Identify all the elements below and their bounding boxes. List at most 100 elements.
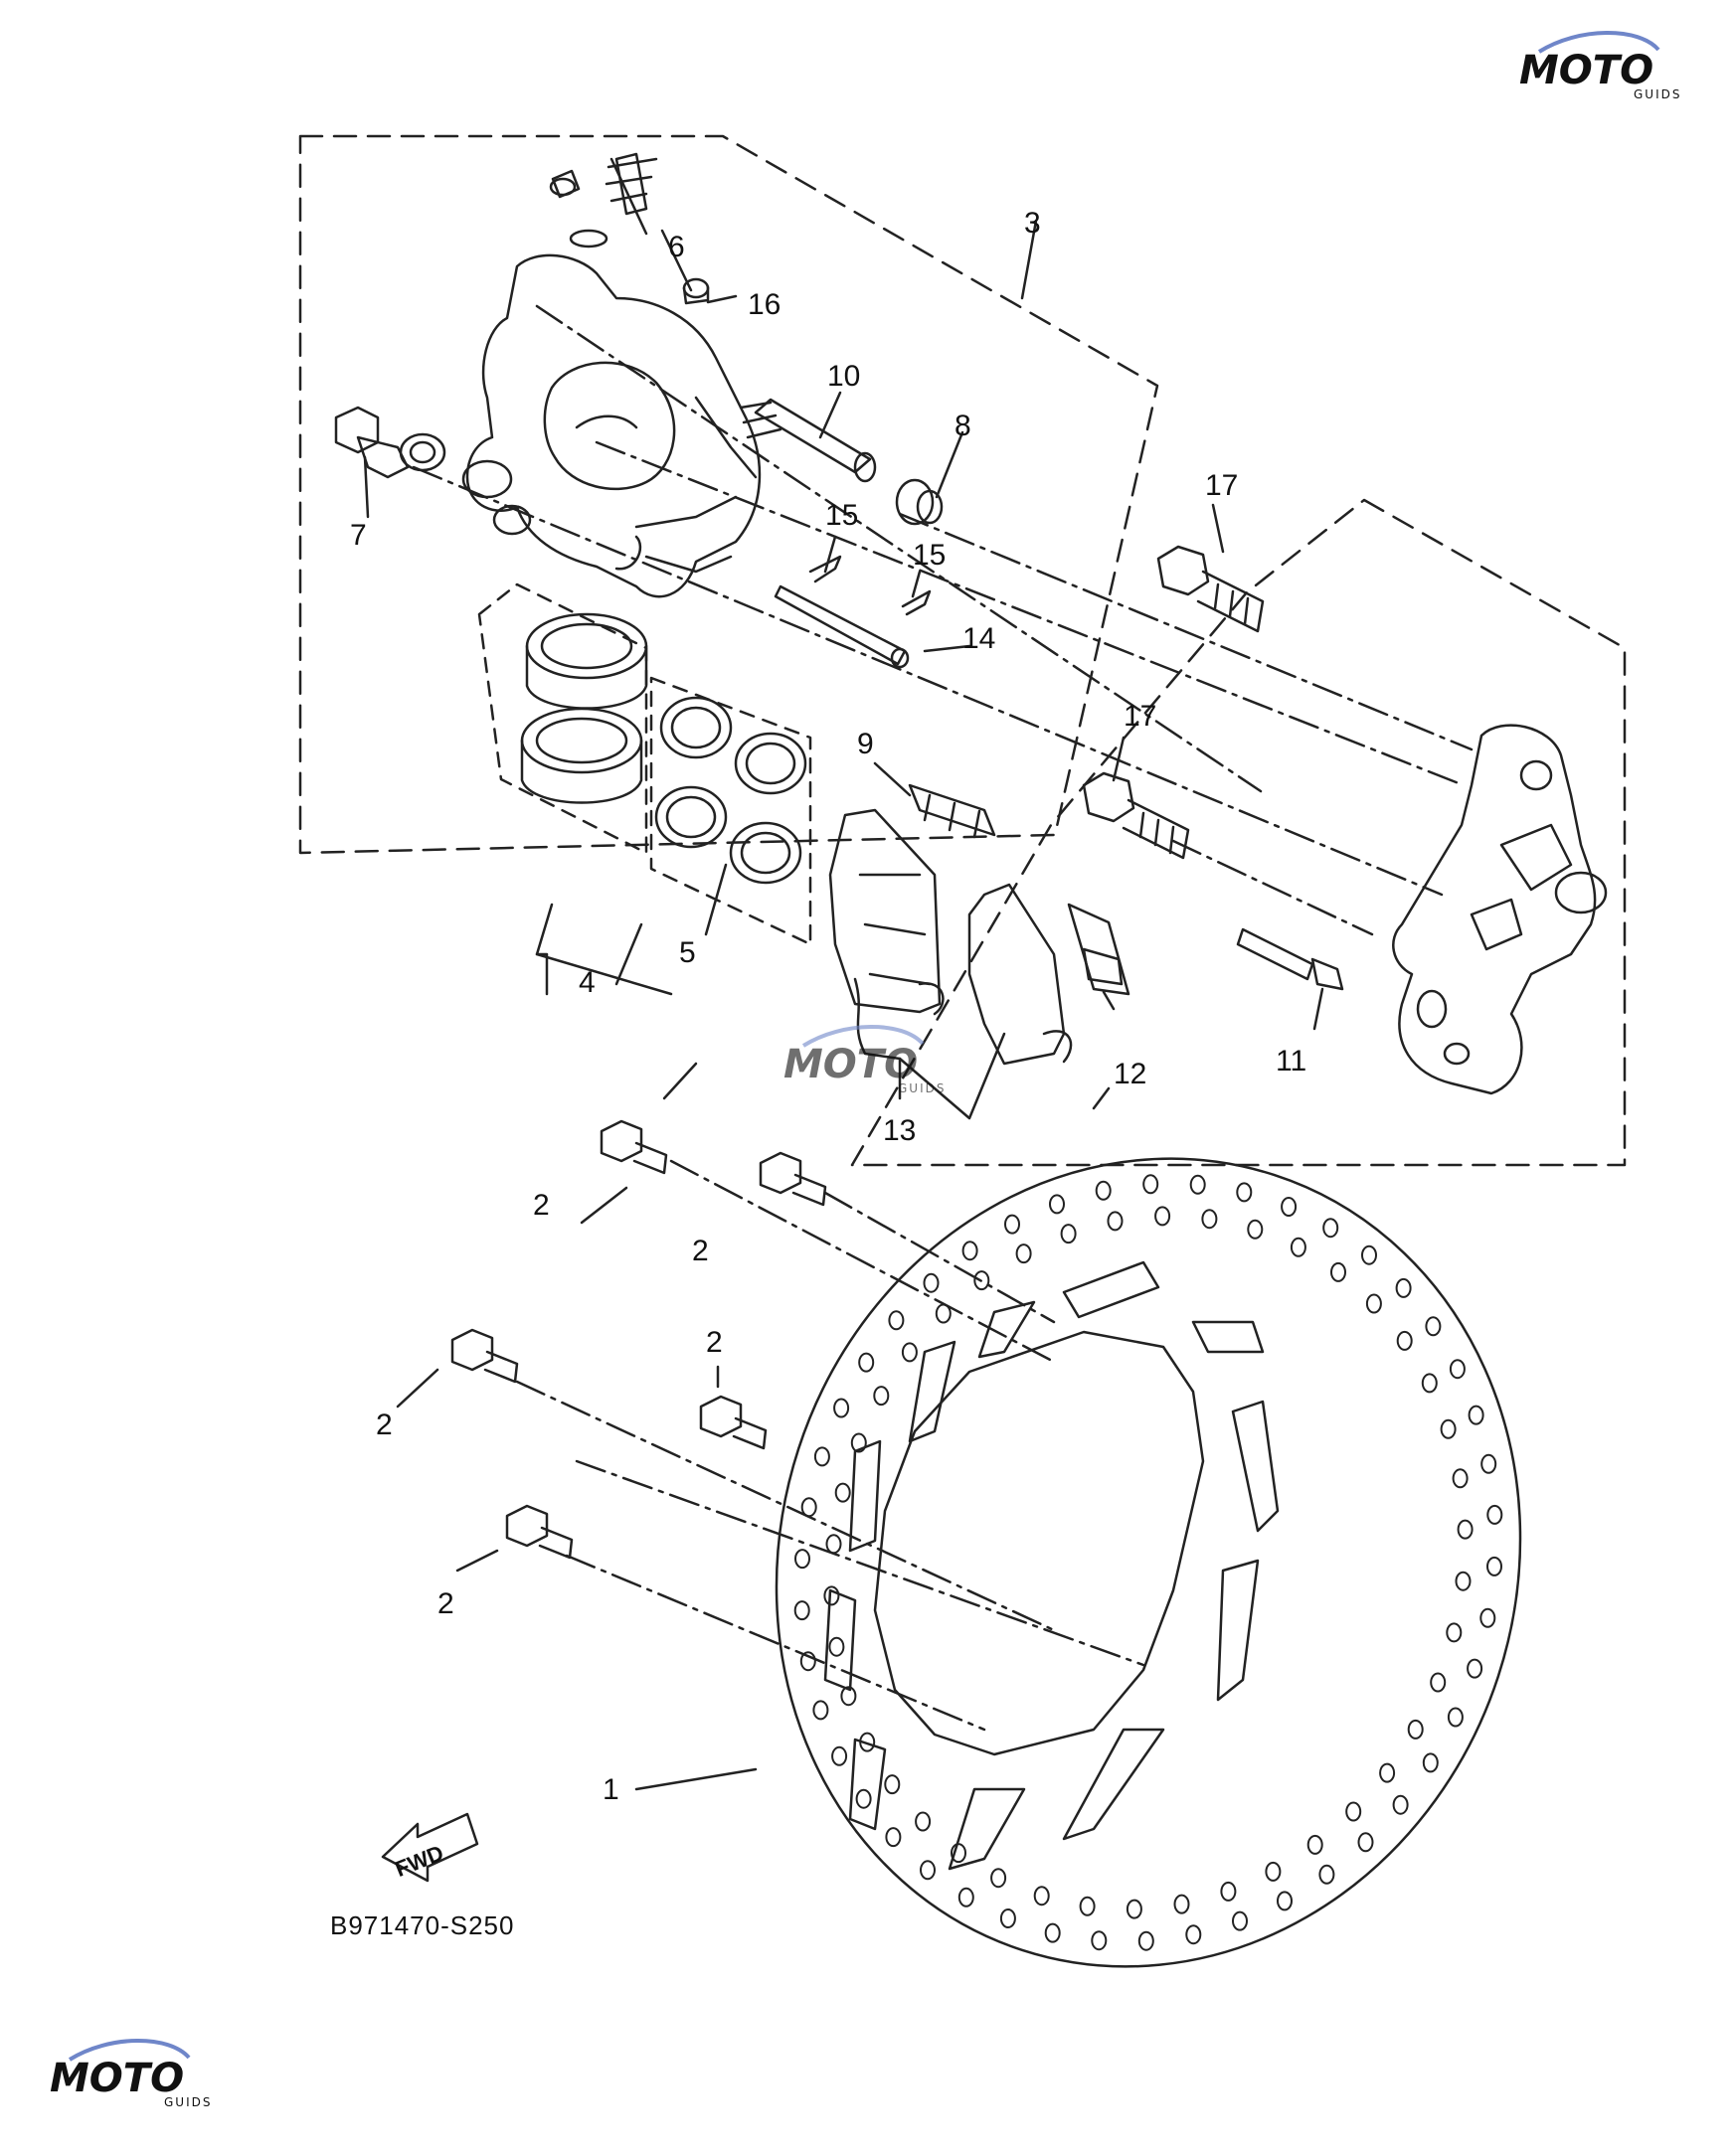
disc-hole <box>1345 1801 1362 1822</box>
disc-hole <box>800 1497 817 1518</box>
axis-line <box>669 1159 1056 1364</box>
disc-hole <box>1318 1864 1335 1885</box>
disc-hole <box>1220 1881 1237 1902</box>
retaining-clip <box>808 555 932 616</box>
disc-hole <box>831 1745 848 1766</box>
disc-hole <box>1467 1658 1483 1679</box>
disc-hole <box>1479 1607 1496 1628</box>
caliper-body <box>461 253 762 598</box>
disc-hole <box>1004 1214 1020 1235</box>
bracket-assembly-outline <box>850 498 1627 1167</box>
disc-hole <box>1395 1277 1412 1298</box>
disc-hole <box>1154 1206 1171 1227</box>
disc-hole <box>1486 1504 1503 1525</box>
disc-hole <box>1277 1891 1293 1911</box>
callout-c17b: 17 <box>1124 700 1156 733</box>
disc-hole <box>1446 1622 1463 1643</box>
disc-hole <box>1185 1924 1202 1945</box>
watermark-brand: MOTO <box>783 1042 918 1087</box>
disc-hole <box>1480 1453 1497 1474</box>
callout-c15b: 15 <box>913 539 946 572</box>
disc-hole <box>1392 1794 1409 1815</box>
disc-hole <box>834 1482 851 1503</box>
callout-c14: 14 <box>962 622 995 655</box>
callout-c5: 5 <box>679 936 696 969</box>
disc-hole <box>1079 1896 1096 1916</box>
callout-c2c: 2 <box>706 1326 723 1359</box>
callout-c3: 3 <box>1024 207 1041 240</box>
disc-hole <box>1142 1174 1159 1195</box>
pad-pin-bolt <box>739 398 877 483</box>
bracket-bolt <box>1082 545 1265 860</box>
disc-hole <box>1422 1752 1439 1773</box>
disc-hole <box>1236 1182 1253 1203</box>
disc-hole <box>1361 1244 1377 1265</box>
watermark-sub: GUIDS <box>164 2095 212 2109</box>
disc-hole <box>923 1272 940 1293</box>
disc-hole <box>951 1843 966 1864</box>
disc-hole <box>884 1774 901 1795</box>
callout-c9: 9 <box>857 728 874 760</box>
disc-hole <box>1290 1237 1306 1257</box>
disc-hole <box>1281 1197 1298 1217</box>
axis-line <box>412 465 1444 897</box>
diagram-code: B971470-S250 <box>330 1910 514 1940</box>
disc-hole <box>1201 1209 1218 1230</box>
disc-hole <box>1189 1174 1206 1195</box>
disc-hole <box>901 1342 918 1363</box>
disc-hole <box>961 1241 978 1261</box>
disc-hole <box>1430 1672 1447 1693</box>
disc-hole <box>1137 1930 1154 1951</box>
disc-hole <box>833 1398 850 1418</box>
callout-c8: 8 <box>955 410 971 442</box>
pad-shim <box>1067 903 1130 996</box>
disc-hole <box>858 1352 875 1373</box>
disc-hole <box>1447 1707 1464 1728</box>
disc-hole <box>855 1788 872 1809</box>
cap-plug <box>682 277 710 305</box>
disc-hole <box>1457 1519 1474 1540</box>
piston <box>520 612 648 804</box>
disc-hole <box>1095 1180 1112 1201</box>
disc-hole <box>1091 1930 1108 1951</box>
disc-hole <box>920 1860 936 1881</box>
callout-c2a: 2 <box>533 1189 550 1222</box>
axis-line <box>565 1554 986 1732</box>
watermark-logo: MOTO GUIDS MOTO GUIDS MOTO GUIDS <box>50 31 1679 2109</box>
disc-hole <box>1049 1194 1065 1215</box>
disc-hole <box>1232 1910 1248 1931</box>
disc-hole <box>1396 1330 1413 1351</box>
dust-boot <box>895 478 944 526</box>
disc-hole <box>888 1310 905 1331</box>
watermark-brand: MOTO <box>1519 48 1653 93</box>
disc-bolt <box>450 1119 827 1560</box>
callout-c10: 10 <box>827 360 860 393</box>
disc-hole <box>1449 1359 1466 1380</box>
disc-hole <box>999 1908 1016 1928</box>
disc-hole <box>1126 1899 1142 1919</box>
disc-hole <box>1107 1211 1124 1232</box>
callout-c12: 12 <box>1114 1058 1146 1090</box>
axis-line <box>823 1191 1056 1324</box>
disc-hole <box>799 1651 816 1672</box>
disc-hole <box>1033 1886 1050 1907</box>
bracket-pin <box>1236 927 1344 991</box>
disc-hole <box>990 1868 1007 1889</box>
disc-hole <box>1365 1293 1382 1314</box>
disc-hole <box>850 1432 867 1453</box>
bleeder-valve <box>549 152 658 249</box>
disc-holes <box>793 1174 1503 1951</box>
disc-hole <box>1407 1719 1424 1740</box>
disc-hole <box>1421 1373 1438 1394</box>
callout-c13: 13 <box>883 1114 916 1147</box>
pad-pin <box>774 584 910 669</box>
disc-hole <box>1173 1894 1190 1914</box>
watermark-sub: GUIDS <box>898 1081 946 1095</box>
axis-line <box>1171 839 1374 936</box>
disc-hole <box>915 1811 932 1832</box>
disc-hole <box>1265 1861 1282 1882</box>
brake-pad <box>828 808 1073 1066</box>
disc-hole <box>823 1585 840 1606</box>
piston-seal <box>654 696 807 885</box>
